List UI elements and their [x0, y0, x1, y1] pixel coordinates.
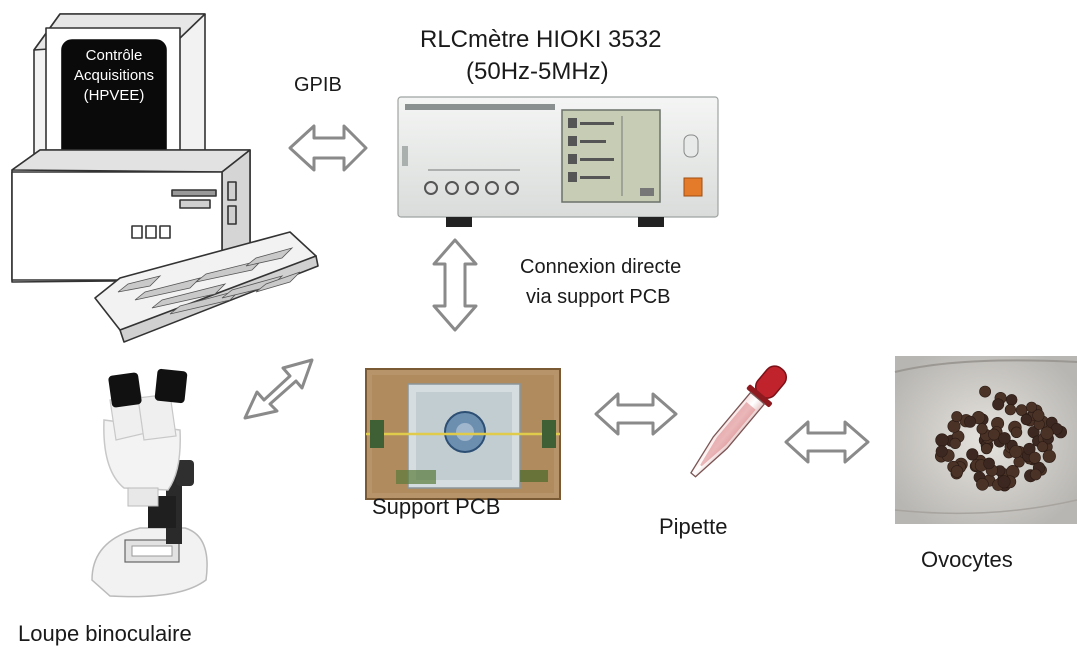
oocyte-cluster	[934, 385, 1067, 492]
oocyte	[1009, 445, 1023, 459]
oocyte	[935, 445, 948, 458]
oocyte	[988, 428, 1000, 441]
oocyte	[1032, 409, 1045, 422]
rlc-meter-illustration	[397, 96, 719, 227]
support-pcb-label: Support PCB	[372, 494, 501, 519]
oocyte	[1010, 426, 1023, 438]
pipette-label: Pipette	[659, 514, 728, 539]
computer-illustration	[11, 13, 319, 343]
computer-screen-text: Contrôle Acquisitions (HPVEE)	[62, 42, 166, 152]
pipette-illustration	[690, 365, 788, 478]
oocyte	[992, 398, 1005, 411]
oocyte	[949, 437, 961, 450]
oocyte	[951, 411, 963, 423]
loupe-label: Loupe binoculaire	[18, 621, 192, 646]
oocyte	[950, 465, 964, 478]
oocyte	[1029, 468, 1042, 481]
arrow-meter-pcb	[432, 238, 478, 332]
oocyte	[980, 443, 992, 455]
oocyte	[998, 432, 1011, 445]
oocyte	[1037, 441, 1049, 453]
oocyte	[976, 477, 989, 491]
arrow-microscope-pcb	[243, 358, 314, 420]
oocyte	[1028, 451, 1041, 464]
meter-title-line-1: RLCmètre HIOKI 3532	[420, 26, 662, 53]
oocyte	[935, 433, 949, 447]
pcb-support-photo	[365, 368, 561, 500]
oocyte	[983, 457, 995, 470]
keyboard-keys	[117, 247, 301, 315]
oocyte	[1005, 394, 1018, 406]
oocyte	[979, 385, 991, 398]
oocyte	[1015, 404, 1028, 416]
screen-line-2: Acquisitions	[73, 67, 155, 84]
meter-title-line-2: (50Hz-5MHz)	[466, 58, 609, 85]
oocyte	[947, 419, 961, 433]
oocyte	[1026, 401, 1038, 413]
oocyte	[1023, 442, 1036, 456]
oocyte	[1040, 426, 1054, 440]
oocyte	[1042, 449, 1056, 463]
oocyte	[976, 423, 988, 435]
oocyte	[997, 475, 1011, 489]
connexion-label-line-2: via support PCB	[526, 286, 671, 308]
arrow-pipette-ovocytes	[784, 420, 870, 464]
arrow-pcb-pipette	[594, 392, 678, 436]
arrows	[243, 124, 870, 464]
oocyte	[964, 415, 977, 428]
oocyte	[1013, 456, 1025, 468]
gpib-label: GPIB	[294, 74, 342, 96]
screen-line-3: (HPVEE)	[83, 87, 145, 104]
connexion-label-line-1: Connexion directe	[520, 256, 682, 278]
arrow-computer-meter	[288, 124, 368, 172]
oocyte	[1020, 413, 1032, 426]
oocyte	[966, 448, 979, 461]
screen-line-1: Contrôle	[85, 47, 143, 64]
ovocytes-label: Ovocytes	[921, 547, 1013, 572]
microscope-illustration	[91, 368, 208, 598]
oocyte	[1004, 404, 1017, 416]
